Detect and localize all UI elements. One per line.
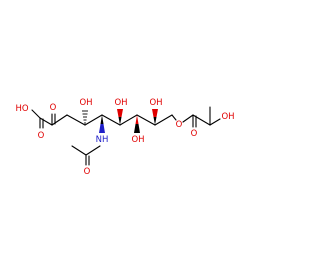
c8-hydroxyl: OH [149, 98, 163, 125]
wedge-c6-o [117, 109, 123, 125]
bond-ester-alpha-carbon [192, 114, 211, 126]
acid-hydroxyl-label: HO [15, 104, 28, 114]
bond-alpha-oh [209, 118, 221, 126]
bond-o-ester-carbon [182, 114, 194, 123]
wedge-c5-n [99, 115, 105, 133]
bond-c1-oh [31, 109, 41, 119]
ester-carbonyl-oxygen-label: O [191, 129, 198, 139]
bond-c9-o [171, 114, 177, 121]
c4-hydroxyl: OH [79, 98, 93, 124]
carboxylic-acid-group: HO O [15, 104, 44, 141]
ester-oxygen-label: O [176, 120, 183, 130]
c7-hydroxyl: OH [131, 115, 145, 145]
c5-acetamido: NH O [71, 115, 109, 177]
bond-c1-c2 [39, 117, 53, 126]
bond-n-acyl-carbon [85, 145, 101, 156]
lactyl-ester: O O OH [171, 106, 235, 139]
ketone-group: O [50, 103, 57, 126]
c7-oh-label: OH [131, 135, 144, 145]
wedge-c8-o [152, 109, 158, 125]
c8-oh-label: OH [149, 98, 162, 108]
bond-c8-c9 [154, 114, 173, 126]
wedge-c7-o [134, 115, 140, 133]
bond-c5-c6 [101, 114, 121, 126]
bond-c4-c5 [84, 114, 103, 126]
molecule-structure: HO O O OH NH O OH OH OH [15, 98, 235, 177]
bond-c6-c7 [119, 114, 138, 126]
keto-oxygen-label: O [50, 103, 57, 113]
c4-oh-label: OH [79, 98, 92, 108]
amide-oxygen-label: O [84, 167, 91, 177]
bond-c7-c8 [136, 114, 156, 126]
acid-carbonyl-oxygen-label: O [38, 131, 45, 141]
c6-oh-label: OH [114, 98, 127, 108]
bond-acyl-methyl [71, 145, 87, 156]
c6-hydroxyl: OH [114, 98, 128, 125]
lactyl-oh-label: OH [221, 112, 234, 122]
amide-nh-label: NH [96, 135, 109, 145]
structure-canvas: HO O O OH NH O OH OH OH [15, 98, 235, 177]
bond-c2-c3 [51, 114, 68, 126]
backbone-bonds [39, 114, 173, 126]
bond-c3-c4 [66, 114, 86, 126]
